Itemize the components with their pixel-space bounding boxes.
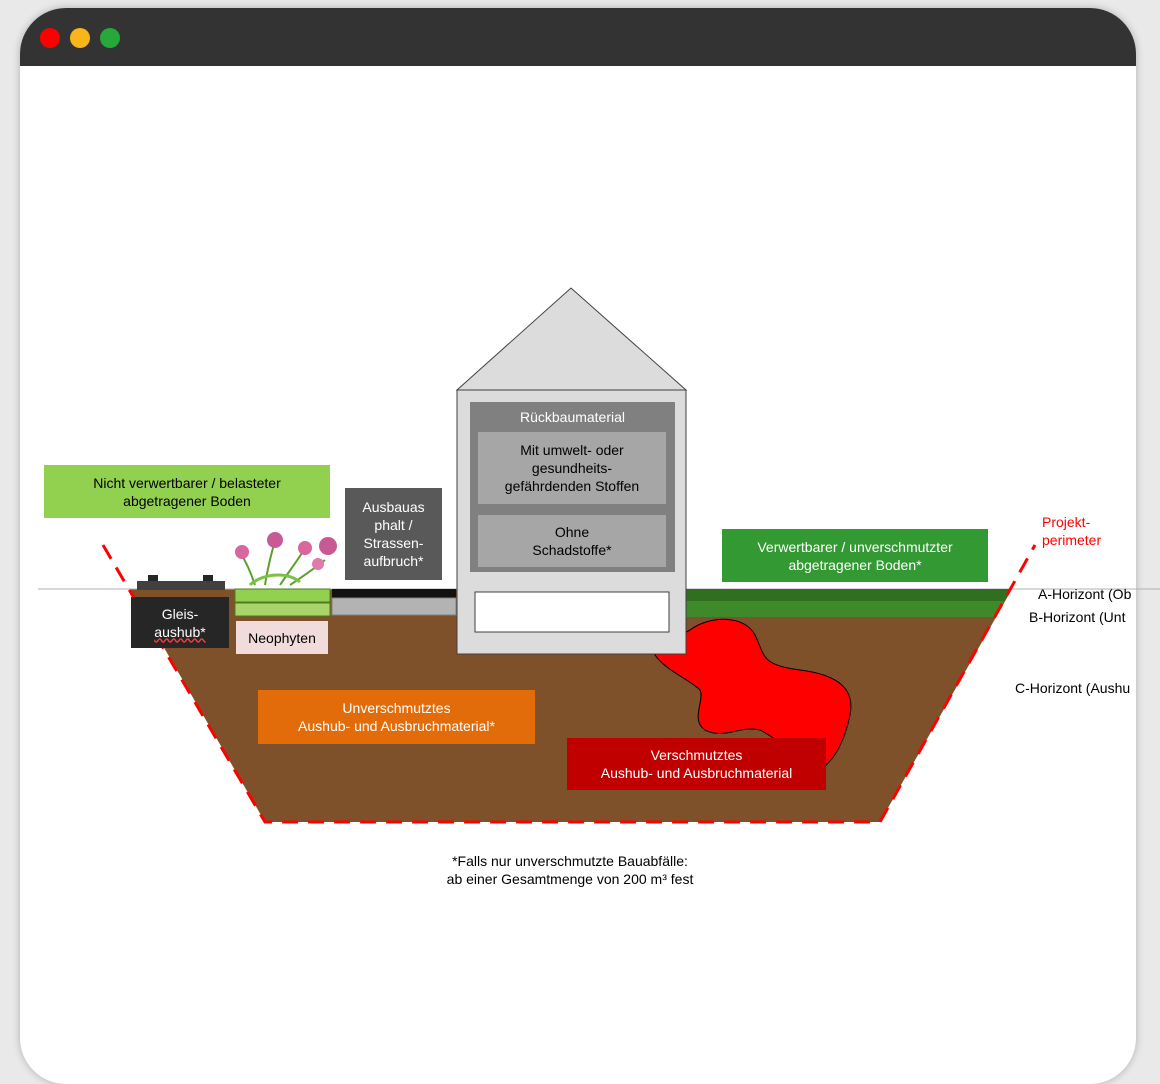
label-ohne-schadstoffe: Ohne Schadstoffe* xyxy=(532,524,612,558)
project-perimeter-line xyxy=(101,544,1037,824)
label-verschmutzt: Verschmutztes Aushub- und Ausbruchmateri… xyxy=(567,738,826,790)
label-projektperimeter: Projekt- perimeter xyxy=(1042,514,1102,548)
label-nicht-verwertbar: Nicht verwertbarer / belasteter abgetrag… xyxy=(44,465,330,518)
title-bar xyxy=(20,8,1136,66)
label-mit-stoffen: Mit umwelt- oder gesundheits- gefährdend… xyxy=(504,442,640,494)
rail-left xyxy=(148,575,158,581)
label-c-horizont: C-Horizont (Aushu xyxy=(1015,680,1131,696)
house-inner-box-1 xyxy=(478,432,666,504)
asphalt-layer-top xyxy=(332,589,456,598)
neophyten-plant xyxy=(235,532,337,587)
b-horizon-layer xyxy=(686,601,1004,617)
asphalt-layer-bottom xyxy=(331,597,457,616)
label-verwertbar: Verwertbarer / unverschmutzter abgetrage… xyxy=(722,529,988,582)
label-neophyten: Neophyten xyxy=(236,621,328,654)
label-gleisaushub-line-2: aushub* xyxy=(154,623,206,640)
rail-right xyxy=(203,575,213,581)
label-a-horizont: A-Horizont (Ob xyxy=(1038,586,1132,602)
label-b-horizont: B-Horizont (Unt xyxy=(1029,609,1126,625)
maximize-button[interactable] xyxy=(100,28,120,48)
footnote: *Falls nur unverschmutzte Bauabfälle: ab… xyxy=(446,853,694,887)
neophyten-layer-bottom xyxy=(234,602,331,617)
label-gleisaushub: Gleis- aushub* xyxy=(131,597,229,648)
neophyten-layer-top xyxy=(234,588,331,603)
label-gleisaushub-line-1: Gleis- xyxy=(161,605,199,622)
label-unverschmutzt: Unverschmutztes Aushub- und Ausbruchmate… xyxy=(258,690,535,744)
house-roof xyxy=(455,287,688,391)
close-button[interactable] xyxy=(40,28,60,48)
house-basement xyxy=(474,591,670,633)
label-ausbauasphalt: Ausbauas phalt / Strassen- aufbruch* xyxy=(345,488,442,580)
label-rueckbaumaterial: Rückbaumaterial xyxy=(519,409,626,425)
rail-sleeper xyxy=(137,581,225,590)
minimize-button[interactable] xyxy=(70,28,90,48)
house-inner-box-2 xyxy=(478,515,666,567)
a-horizon-layer xyxy=(686,589,1012,601)
